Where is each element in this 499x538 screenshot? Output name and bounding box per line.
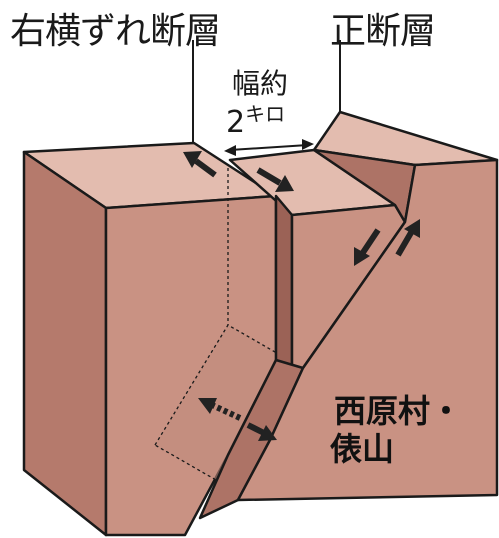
- normal-fault-label: 正断層: [330, 11, 436, 52]
- place-label-line1: 西原村・: [334, 392, 463, 430]
- width-value: 2: [226, 105, 246, 140]
- left-block: [22, 141, 278, 537]
- arrow-normal-down: [354, 228, 381, 266]
- width-distance: 2キロ: [226, 98, 285, 140]
- right-block: [236, 110, 499, 502]
- movement-arrows: [183, 151, 420, 441]
- place-label-line2: 俵山: [330, 430, 395, 468]
- middle-block-side-dark: [274, 194, 294, 370]
- arrow-hidden-dashed: [198, 398, 242, 421]
- arrow-lower-right: [246, 422, 277, 441]
- arrow-middle-block-top: [256, 167, 294, 192]
- width-double-arrow: [224, 139, 314, 156]
- width-unit: キロ: [245, 102, 286, 126]
- right-block-front: [236, 158, 499, 502]
- arrow-normal-up: [395, 219, 420, 257]
- arrow-left-block-top: [183, 151, 217, 178]
- displacement-dotted-outline: [154, 168, 304, 489]
- width-label: 幅約: [232, 67, 289, 100]
- left-block-front: [22, 150, 108, 537]
- strike-slip-fault-label: 右横ずれ断層: [10, 11, 221, 52]
